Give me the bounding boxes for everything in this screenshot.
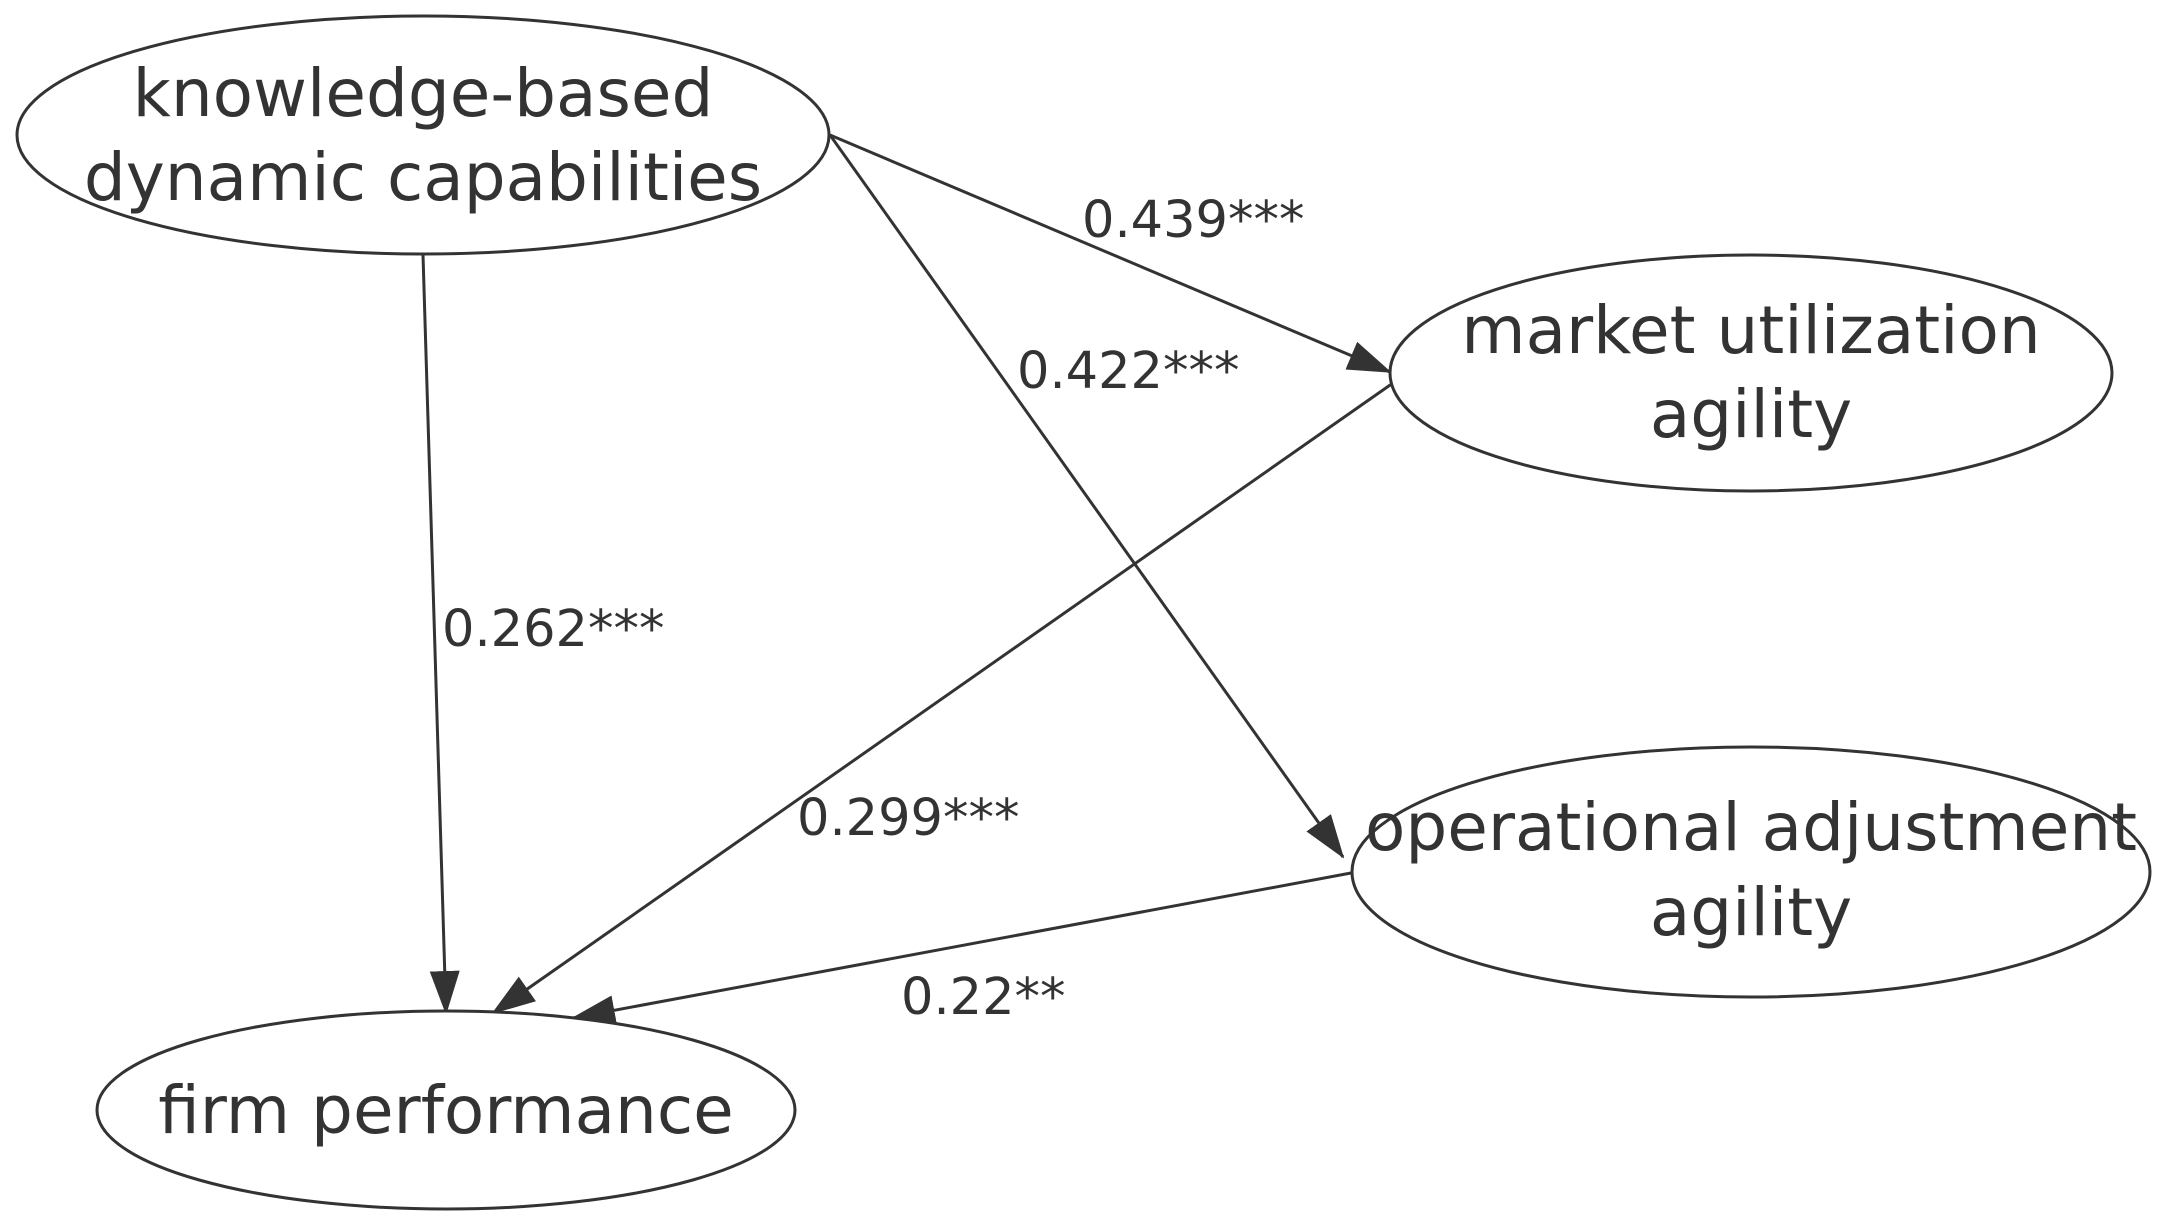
edge-oaa-to-fp	[571, 871, 1352, 1026]
node-label-line2: agility	[1650, 874, 1852, 951]
edge-label-mua-fp: 0.299***	[797, 789, 1020, 848]
node-ellipse	[1388, 253, 2114, 493]
node-label-line2: dynamic capabilities	[84, 139, 762, 216]
edge-kbdc-to-oaa	[828, 134, 1345, 859]
node-label-line2: agility	[1650, 376, 1852, 453]
node-label-line1: firm performance	[158, 1072, 734, 1149]
node-firm-performance: firm performance	[95, 1009, 797, 1211]
edge-label-kbdc-mua: 0.439***	[1082, 191, 1305, 250]
node-ellipse	[95, 1009, 797, 1211]
node-ellipse	[1350, 745, 2152, 999]
node-operational-adjustment-agility: operational adjustment agility	[1350, 745, 2152, 999]
edge-label-kbdc-fp: 0.262***	[442, 600, 665, 659]
node-ellipse	[15, 14, 831, 256]
edge-label-oaa-fp: 0.22**	[901, 968, 1066, 1027]
node-label-line1: knowledge-based	[133, 55, 714, 132]
edge-kbdc-to-mua	[829, 133, 1392, 374]
node-market-utilization-agility: market utilization agility	[1388, 253, 2114, 493]
node-knowledge-based-dynamic-capabilities: knowledge-based dynamic capabilities	[15, 14, 831, 256]
edge-labels-layer: 0.439*** 0.422*** 0.262*** 0.299*** 0.22…	[442, 191, 1305, 1027]
edge-kbdc-to-fp	[421, 254, 460, 1015]
edges-layer	[421, 133, 1394, 1026]
node-label-line1: market utilization	[1461, 292, 2040, 369]
node-label-line1: operational adjustment	[1365, 789, 2137, 866]
edge-label-kbdc-oaa: 0.422***	[1017, 342, 1240, 401]
edge-mua-to-fp	[491, 381, 1394, 1015]
